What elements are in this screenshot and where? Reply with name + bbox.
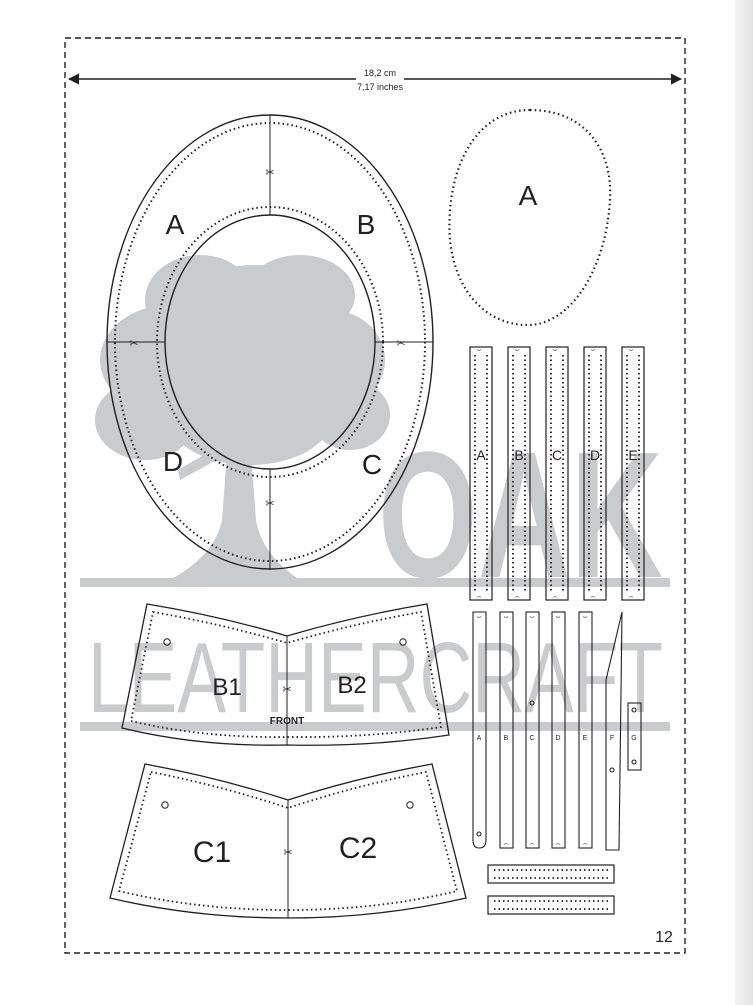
svg-text:⌢: ⌢: [555, 839, 560, 848]
scissors-icon: ✂ ✂ ✂ ✂: [129, 167, 405, 510]
svg-text:⌣: ⌣: [476, 612, 481, 621]
thin-strap-labels: A B C D E F G: [477, 735, 637, 742]
svg-text:⌢: ⌢: [590, 592, 595, 601]
wide-strap-c: [545, 346, 569, 601]
ring-label-d: D: [163, 446, 183, 477]
thin-strap-label-f: F: [610, 735, 614, 742]
thin-strap-label-g: G: [631, 735, 636, 742]
svg-text:✂: ✂: [396, 338, 405, 350]
measurement-inches: 7,17 inches: [357, 82, 404, 92]
back-piece-label-c2: C2: [339, 832, 377, 865]
wide-strap-e: [621, 346, 645, 601]
svg-text:✂: ✂: [129, 338, 138, 350]
thin-strap-label-d: D: [555, 735, 560, 742]
page-edge-shadow: [735, 0, 753, 1005]
svg-text:⌣: ⌣: [582, 612, 587, 621]
svg-text:⌢: ⌢: [552, 592, 557, 601]
svg-text:⌣: ⌣: [476, 345, 481, 354]
ring-labels: A B C D: [163, 209, 382, 480]
horizontal-strap-top: [487, 864, 615, 884]
wide-strap-label-c: C: [552, 447, 562, 463]
svg-text:⌣: ⌣: [590, 345, 595, 354]
thin-strap-a: [472, 611, 487, 849]
wide-straps: [469, 346, 645, 601]
svg-text:⌢: ⌢: [514, 592, 519, 601]
thin-straps: [472, 611, 642, 851]
front-piece: [121, 603, 450, 746]
wide-strap-labels: A B C D E: [476, 447, 637, 463]
scissors-icon: ✂: [283, 847, 292, 859]
ring-label-c: C: [362, 449, 382, 480]
wide-strap-label-b: B: [514, 447, 523, 463]
svg-text:⌢: ⌢: [582, 839, 587, 848]
svg-text:⌢: ⌢: [529, 839, 534, 848]
svg-text:⌢: ⌢: [628, 592, 633, 601]
svg-text:⌣: ⌣: [514, 345, 519, 354]
scissors-icon: ✂: [282, 684, 291, 696]
svg-text:⌣: ⌣: [555, 612, 560, 621]
wide-strap-label-a: A: [476, 447, 486, 463]
svg-text:✂: ✂: [265, 167, 274, 179]
ring-piece: [106, 114, 434, 570]
watermark-logo: OAK LEATHERCRAFT: [80, 255, 670, 734]
thin-strap-d: [551, 611, 566, 849]
thin-strap-label-c: C: [529, 735, 534, 742]
svg-text:⌣: ⌣: [552, 345, 557, 354]
sole-piece: A: [448, 108, 612, 327]
front-piece-label-b1: B1: [212, 674, 241, 701]
svg-text:⌢: ⌢: [503, 839, 508, 848]
horizontal-strap-bottom: [487, 895, 615, 915]
thin-strap-label-b: B: [504, 735, 509, 742]
ring-label-b: B: [357, 209, 376, 240]
thin-strap-c: [525, 611, 540, 849]
watermark-word-leathercraft: LEATHERCRAFT: [88, 622, 663, 734]
sole-label: A: [519, 180, 538, 211]
thin-strap-label-e: E: [583, 735, 588, 742]
tree-icon: [95, 255, 390, 580]
cut-frame: [64, 37, 686, 954]
svg-text:⌢: ⌢: [476, 592, 481, 601]
svg-text:⌣: ⌣: [628, 345, 633, 354]
measurement-cm: 18,2 cm: [364, 68, 396, 78]
measurement-line: 18,2 cm 7,17 inches: [67, 68, 683, 92]
wide-strap-b: [507, 346, 531, 601]
back-piece-label-c1: C1: [193, 836, 231, 869]
wide-strap-label-e: E: [628, 447, 637, 463]
svg-text:✂: ✂: [265, 498, 274, 510]
front-piece-label-b2: B2: [337, 672, 366, 699]
wide-strap-a: [469, 346, 493, 601]
stitch-mark-icon: ⌣ ⌣ ⌣ ⌣ ⌣ ⌢ ⌢ ⌢ ⌢ ⌢ ⌣ ⌣ ⌣ ⌣ ⌣ ⌢ ⌢ ⌢ ⌢: [476, 345, 633, 848]
front-label: FRONT: [270, 716, 304, 727]
thin-strap-e: [578, 611, 593, 849]
ring-label-a: A: [166, 209, 185, 240]
svg-text:⌣: ⌣: [503, 612, 508, 621]
back-piece: [109, 763, 467, 919]
wide-strap-d: [583, 346, 607, 601]
thin-strap-b: [499, 611, 514, 849]
wide-strap-label-d: D: [590, 447, 600, 463]
svg-text:⌣: ⌣: [529, 612, 534, 621]
thin-strap-label-a: A: [477, 735, 482, 742]
thin-strap-f: [605, 611, 623, 851]
horizontal-straps: [487, 864, 615, 915]
thin-strap-g: [627, 702, 642, 771]
page-number: 12: [655, 929, 673, 946]
